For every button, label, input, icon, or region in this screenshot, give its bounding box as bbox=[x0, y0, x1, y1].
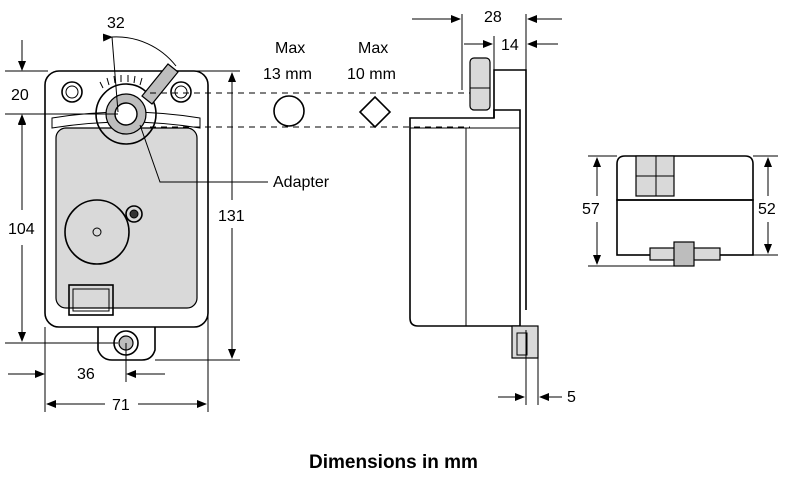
side-bottom-bracket-inner bbox=[516, 332, 528, 356]
dimension-5: 5 bbox=[498, 330, 576, 406]
max-round-line1: Max bbox=[275, 40, 305, 57]
front-view bbox=[44, 63, 209, 361]
front-hub-bore bbox=[114, 102, 138, 126]
front-manual-lever bbox=[141, 63, 179, 105]
dim-14-value: 14 bbox=[501, 37, 519, 54]
side-view bbox=[409, 57, 539, 359]
front-label-plate-inner bbox=[72, 288, 110, 312]
front-top-bracket bbox=[51, 111, 201, 129]
dimensions-caption: Dimensions in mm bbox=[309, 452, 478, 473]
dimension-104: 104 bbox=[5, 115, 118, 344]
side-bottom-bracket bbox=[511, 325, 539, 359]
end-view bbox=[616, 155, 754, 267]
front-hub-scale-ticks bbox=[99, 75, 143, 89]
front-housing bbox=[44, 70, 209, 328]
angle-extension bbox=[111, 36, 119, 113]
shaft-size-info: Max 13 mm Max 10 mm bbox=[150, 40, 470, 129]
end-view-bottom-clamp-center bbox=[673, 241, 695, 267]
front-mount-hole-right-inner bbox=[174, 85, 188, 99]
dim-36-value: 36 bbox=[77, 366, 95, 383]
max-square-line2: 10 mm bbox=[347, 66, 396, 83]
dim-131-value: 131 bbox=[218, 208, 245, 225]
front-adjust-screw bbox=[125, 205, 143, 223]
front-mount-hole-left-inner bbox=[65, 85, 79, 99]
dim-104-value: 104 bbox=[8, 221, 35, 238]
dim-52-value: 52 bbox=[758, 201, 776, 218]
front-mount-hole-right bbox=[170, 81, 192, 103]
dimension-131: 131 bbox=[155, 70, 245, 361]
dim-57-value: 57 bbox=[582, 201, 600, 218]
front-override-knob bbox=[64, 199, 130, 265]
front-mount-hole-left bbox=[61, 81, 83, 103]
dimension-57: 57 bbox=[582, 155, 674, 267]
adapter-leader-line bbox=[139, 124, 268, 183]
side-shaft-clamp bbox=[469, 57, 491, 111]
angle-dimension-32: 32 bbox=[102, 15, 177, 113]
angle-value-32: 32 bbox=[107, 15, 125, 32]
dim-71-value: 71 bbox=[112, 397, 130, 414]
round-shaft-symbol bbox=[273, 95, 305, 127]
end-view-top-cap bbox=[616, 155, 754, 201]
front-override-knob-center bbox=[92, 227, 102, 237]
dimension-71: 71 bbox=[46, 300, 209, 414]
front-label-plate bbox=[68, 284, 114, 316]
dim-5-value: 5 bbox=[567, 389, 576, 406]
angle-arc bbox=[102, 33, 177, 67]
side-body bbox=[409, 109, 521, 327]
max-round-line2: 13 mm bbox=[263, 66, 312, 83]
front-adjust-screw-inner bbox=[129, 209, 139, 219]
side-mount-plate bbox=[493, 69, 527, 310]
dimension-28-14: 28 14 bbox=[412, 9, 562, 90]
dim-28-value: 28 bbox=[484, 9, 502, 26]
dimension-52: 52 bbox=[753, 155, 778, 256]
square-shaft-symbol bbox=[358, 95, 392, 129]
max-square-line1: Max bbox=[358, 40, 388, 57]
front-bottom-foot bbox=[97, 327, 156, 361]
adapter-callout: Adapter bbox=[139, 124, 330, 191]
adapter-label: Adapter bbox=[273, 174, 330, 191]
dimension-36: 36 bbox=[8, 327, 165, 412]
dim-20-value: 20 bbox=[11, 87, 29, 104]
